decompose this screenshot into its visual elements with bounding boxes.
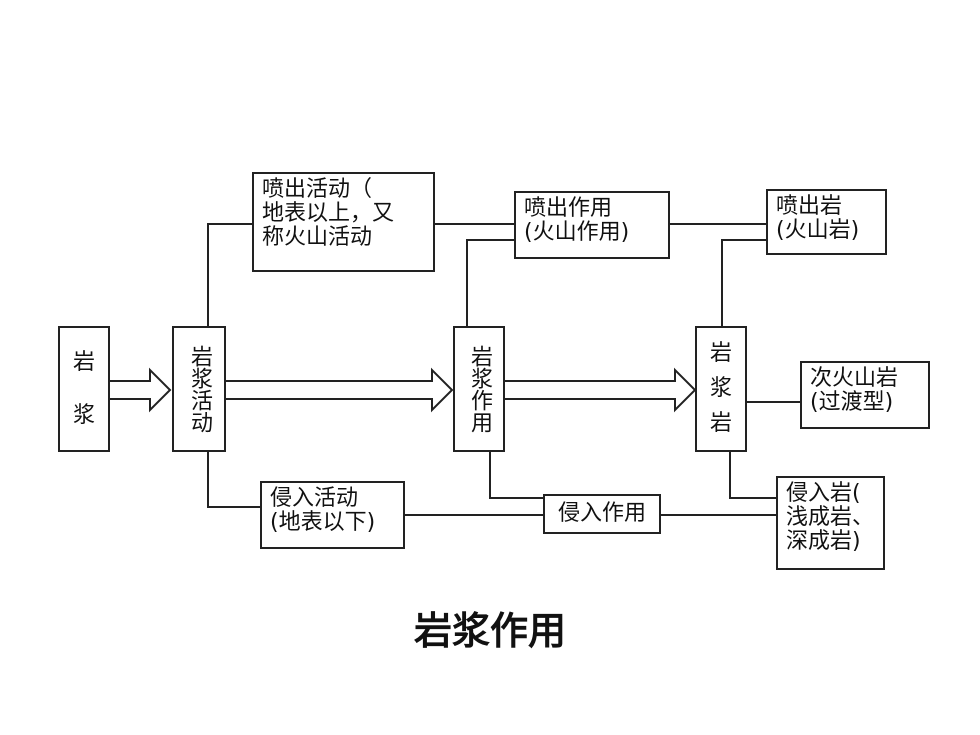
arrow-magma-to-activity [110,367,172,413]
node-magma-char-1: 岩 [72,349,95,375]
node-eruptive-action-line-1: 喷出作用 [524,196,613,221]
connector-activity-to-eruptive [207,223,252,326]
node-magma: 岩 浆 [58,326,110,452]
node-magma-rock: 岩 浆 岩 [695,326,747,452]
node-eruptive-activity-line-2: 地表以上，又 [262,201,395,226]
node-volcanic-rock: 喷出岩 (火山岩) [766,189,887,255]
node-intrusive-rock-line-3: 深成岩) [786,529,861,554]
node-intrusive-action-label: 侵入作用 [557,501,646,526]
node-magma-char-2: 浆 [72,402,95,428]
connector-magmatism-to-eruptive [466,239,514,326]
node-eruptive-action-line-2: (火山作用) [524,220,630,245]
node-subvolcanic-rock-line-2: (过渡型) [810,390,894,415]
node-magma-rock-char-2: 浆 [709,375,732,401]
node-intrusive-rock-line-1: 侵入岩( [786,481,861,506]
arrow-magmatism-to-rock [505,367,697,413]
node-intrusive-action: 侵入作用 [543,494,661,534]
node-magma-rock-char-3: 岩 [709,411,732,437]
connector-rock-to-intrusive [729,451,776,499]
connector-activity-to-intrusive [207,451,260,508]
arrow-activity-to-magmatism [226,367,454,413]
node-intrusive-activity-line-1: 侵入活动 [270,486,359,511]
node-subvolcanic-rock: 次火山岩 (过渡型) [800,361,930,429]
node-intrusive-activity-line-2: (地表以下) [270,510,376,535]
node-volcanic-rock-line-1: 喷出岩 [776,194,843,219]
node-magmatism: 岩浆作用 [453,326,505,452]
connector-rock-to-volcanic [721,239,766,326]
node-eruptive-activity-line-1: 喷出活动（ [262,177,373,202]
node-magma-activity-label: 岩浆活动 [187,345,212,433]
node-eruptive-activity: 喷出活动（ 地表以上，又 称火山活动 [252,172,435,272]
node-magma-activity: 岩浆活动 [172,326,226,452]
connector-magmatism-to-intrusive [489,451,543,499]
node-subvolcanic-rock-line-1: 次火山岩 [810,366,899,391]
node-eruptive-activity-line-3: 称火山活动 [262,225,373,250]
diagram-title: 岩浆作用 [413,609,566,653]
node-intrusive-rock: 侵入岩( 浅成岩、 深成岩) [776,476,885,570]
node-volcanic-rock-line-2: (火山岩) [776,218,860,243]
node-intrusive-rock-line-2: 浅成岩、 [786,505,875,530]
node-intrusive-activity: 侵入活动 (地表以下) [260,481,405,549]
node-eruptive-action: 喷出作用 (火山作用) [514,191,670,259]
node-magma-rock-char-1: 岩 [709,340,732,366]
node-magmatism-label: 岩浆作用 [467,345,492,433]
